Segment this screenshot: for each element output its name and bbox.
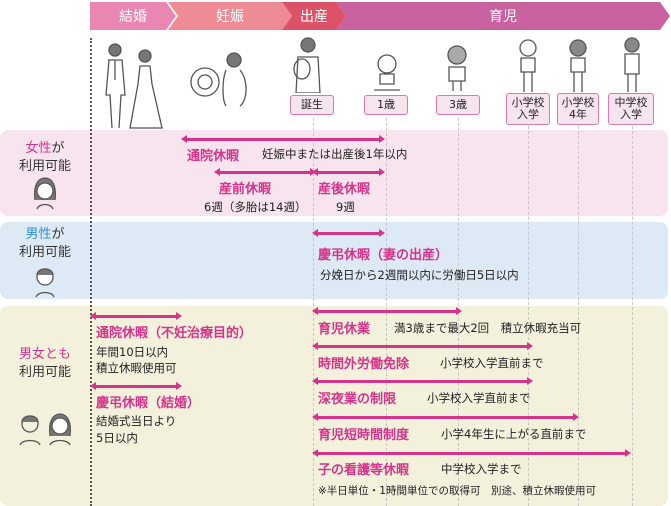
paternity-leave-arrow bbox=[312, 229, 385, 237]
prenatal-visit-leave-title: 通院休暇 bbox=[187, 149, 240, 164]
prenatal-leave-title: 産前休暇 bbox=[219, 182, 272, 197]
age-3: 3歳 bbox=[436, 95, 480, 115]
stage-childcare: 育児 bbox=[336, 2, 670, 30]
male-label-hl: 男性 bbox=[25, 227, 52, 242]
wedding-leave-title: 慶弔休暇（結婚） bbox=[96, 396, 201, 411]
footnote: ※半日単位・1時間単位での取得可 別途、積立休暇使用可 bbox=[318, 485, 596, 497]
timeline-start-line bbox=[90, 38, 92, 506]
mother-baby-illustration bbox=[293, 37, 321, 93]
baby-1y-illustration bbox=[374, 54, 400, 91]
postnatal-leave-title: 産後休暇 bbox=[318, 182, 371, 197]
wedding-leave-desc1: 結婚式当日より bbox=[96, 414, 177, 428]
postnatal-leave-arrow bbox=[312, 168, 385, 176]
prenatal-leave-desc: 6週（多胎は14週） bbox=[204, 200, 307, 214]
night-work-limit-desc: 小学校入学直前まで bbox=[427, 391, 531, 405]
male-label: 男性が利用可能 bbox=[0, 226, 90, 262]
age-birth: 誕生 bbox=[290, 95, 334, 115]
couple-avatar-icon bbox=[19, 413, 72, 446]
elementary-student-illustration bbox=[519, 39, 537, 92]
paternity-leave-title: 慶弔休暇（妻の出産） bbox=[318, 248, 449, 263]
pregnant-woman-illustration bbox=[190, 52, 247, 107]
female-label-rest: が bbox=[51, 141, 65, 156]
short-hours-desc: 小学4年生に上がる直前まで bbox=[441, 427, 587, 441]
wedding-leave-arrow bbox=[90, 382, 182, 390]
timeline-4th-line bbox=[578, 126, 579, 506]
fertility-leave-arrow bbox=[90, 312, 182, 320]
prenatal-visit-leave-desc: 妊娠中または出産後1年以内 bbox=[262, 147, 408, 161]
age-4th-grade: 小学校 4年 bbox=[557, 93, 599, 125]
childcare-leave-arrow bbox=[312, 307, 462, 315]
both-band bbox=[0, 306, 668, 506]
short-hours-title: 育児短時間制度 bbox=[318, 428, 410, 443]
junior-high-student-illustration bbox=[624, 37, 640, 92]
paternity-leave-desc: 分娩日から2週間以内に労働日5日以内 bbox=[320, 268, 519, 282]
fertility-leave-desc2: 積立休暇使用可 bbox=[96, 361, 177, 375]
prenatal-leave-arrow bbox=[214, 168, 316, 176]
stage-birth: 出産 bbox=[282, 2, 346, 30]
wedding-leave-desc2: 5日以内 bbox=[96, 431, 138, 445]
stage-pregnancy: 妊娠 bbox=[168, 2, 292, 30]
child-nursing-leave-arrow bbox=[312, 449, 631, 457]
4th-grader-illustration bbox=[569, 39, 587, 92]
both-label: 男女とも利用可能 bbox=[0, 346, 90, 382]
age-elementary-entry: 小学校 入学 bbox=[506, 93, 550, 125]
overtime-exemption-arrow bbox=[312, 342, 533, 350]
male-label-rest: が bbox=[51, 227, 65, 242]
male-label-line2: 利用可能 bbox=[18, 245, 71, 260]
child-3y-illustration bbox=[447, 45, 467, 91]
fertility-leave-desc1: 年間10日以内 bbox=[96, 345, 169, 359]
child-nursing-leave-desc: 中学校入学まで bbox=[441, 462, 522, 476]
child-nursing-leave-title: 子の看護等休暇 bbox=[318, 463, 410, 478]
age-jhs-entry: 中学校 入学 bbox=[608, 93, 654, 125]
timeline-jhs-line bbox=[632, 126, 633, 506]
prenatal-visit-leave-arrow bbox=[181, 135, 385, 143]
wedding-couple-illustration bbox=[105, 43, 163, 129]
age-1: 1歳 bbox=[364, 95, 408, 115]
overtime-exemption-desc: 小学校入学直前まで bbox=[440, 356, 544, 370]
fertility-leave-title: 通院休暇（不妊治療目的） bbox=[96, 326, 253, 341]
female-label-line2: 利用可能 bbox=[18, 159, 71, 174]
both-label-hl: 男女とも bbox=[18, 347, 71, 362]
overtime-exemption-title: 時間外労働免除 bbox=[318, 357, 410, 372]
woman-avatar-icon bbox=[33, 177, 57, 210]
female-label: 女性が利用可能 bbox=[0, 140, 90, 176]
stage-marriage: 結婚 bbox=[90, 2, 176, 30]
childcare-leave-desc: 満3歳まで最大2回 積立休暇充当可 bbox=[394, 321, 582, 335]
timeline-elem-line bbox=[528, 126, 529, 506]
childcare-leave-title: 育児休業 bbox=[318, 322, 371, 337]
postnatal-leave-desc: 9週 bbox=[336, 200, 355, 214]
both-label-line2: 利用可能 bbox=[18, 365, 71, 380]
night-work-limit-title: 深夜業の制限 bbox=[318, 392, 397, 407]
short-hours-arrow bbox=[312, 413, 579, 421]
man-avatar-icon bbox=[35, 268, 55, 298]
female-label-hl: 女性 bbox=[25, 141, 52, 156]
night-work-limit-arrow bbox=[312, 377, 533, 385]
